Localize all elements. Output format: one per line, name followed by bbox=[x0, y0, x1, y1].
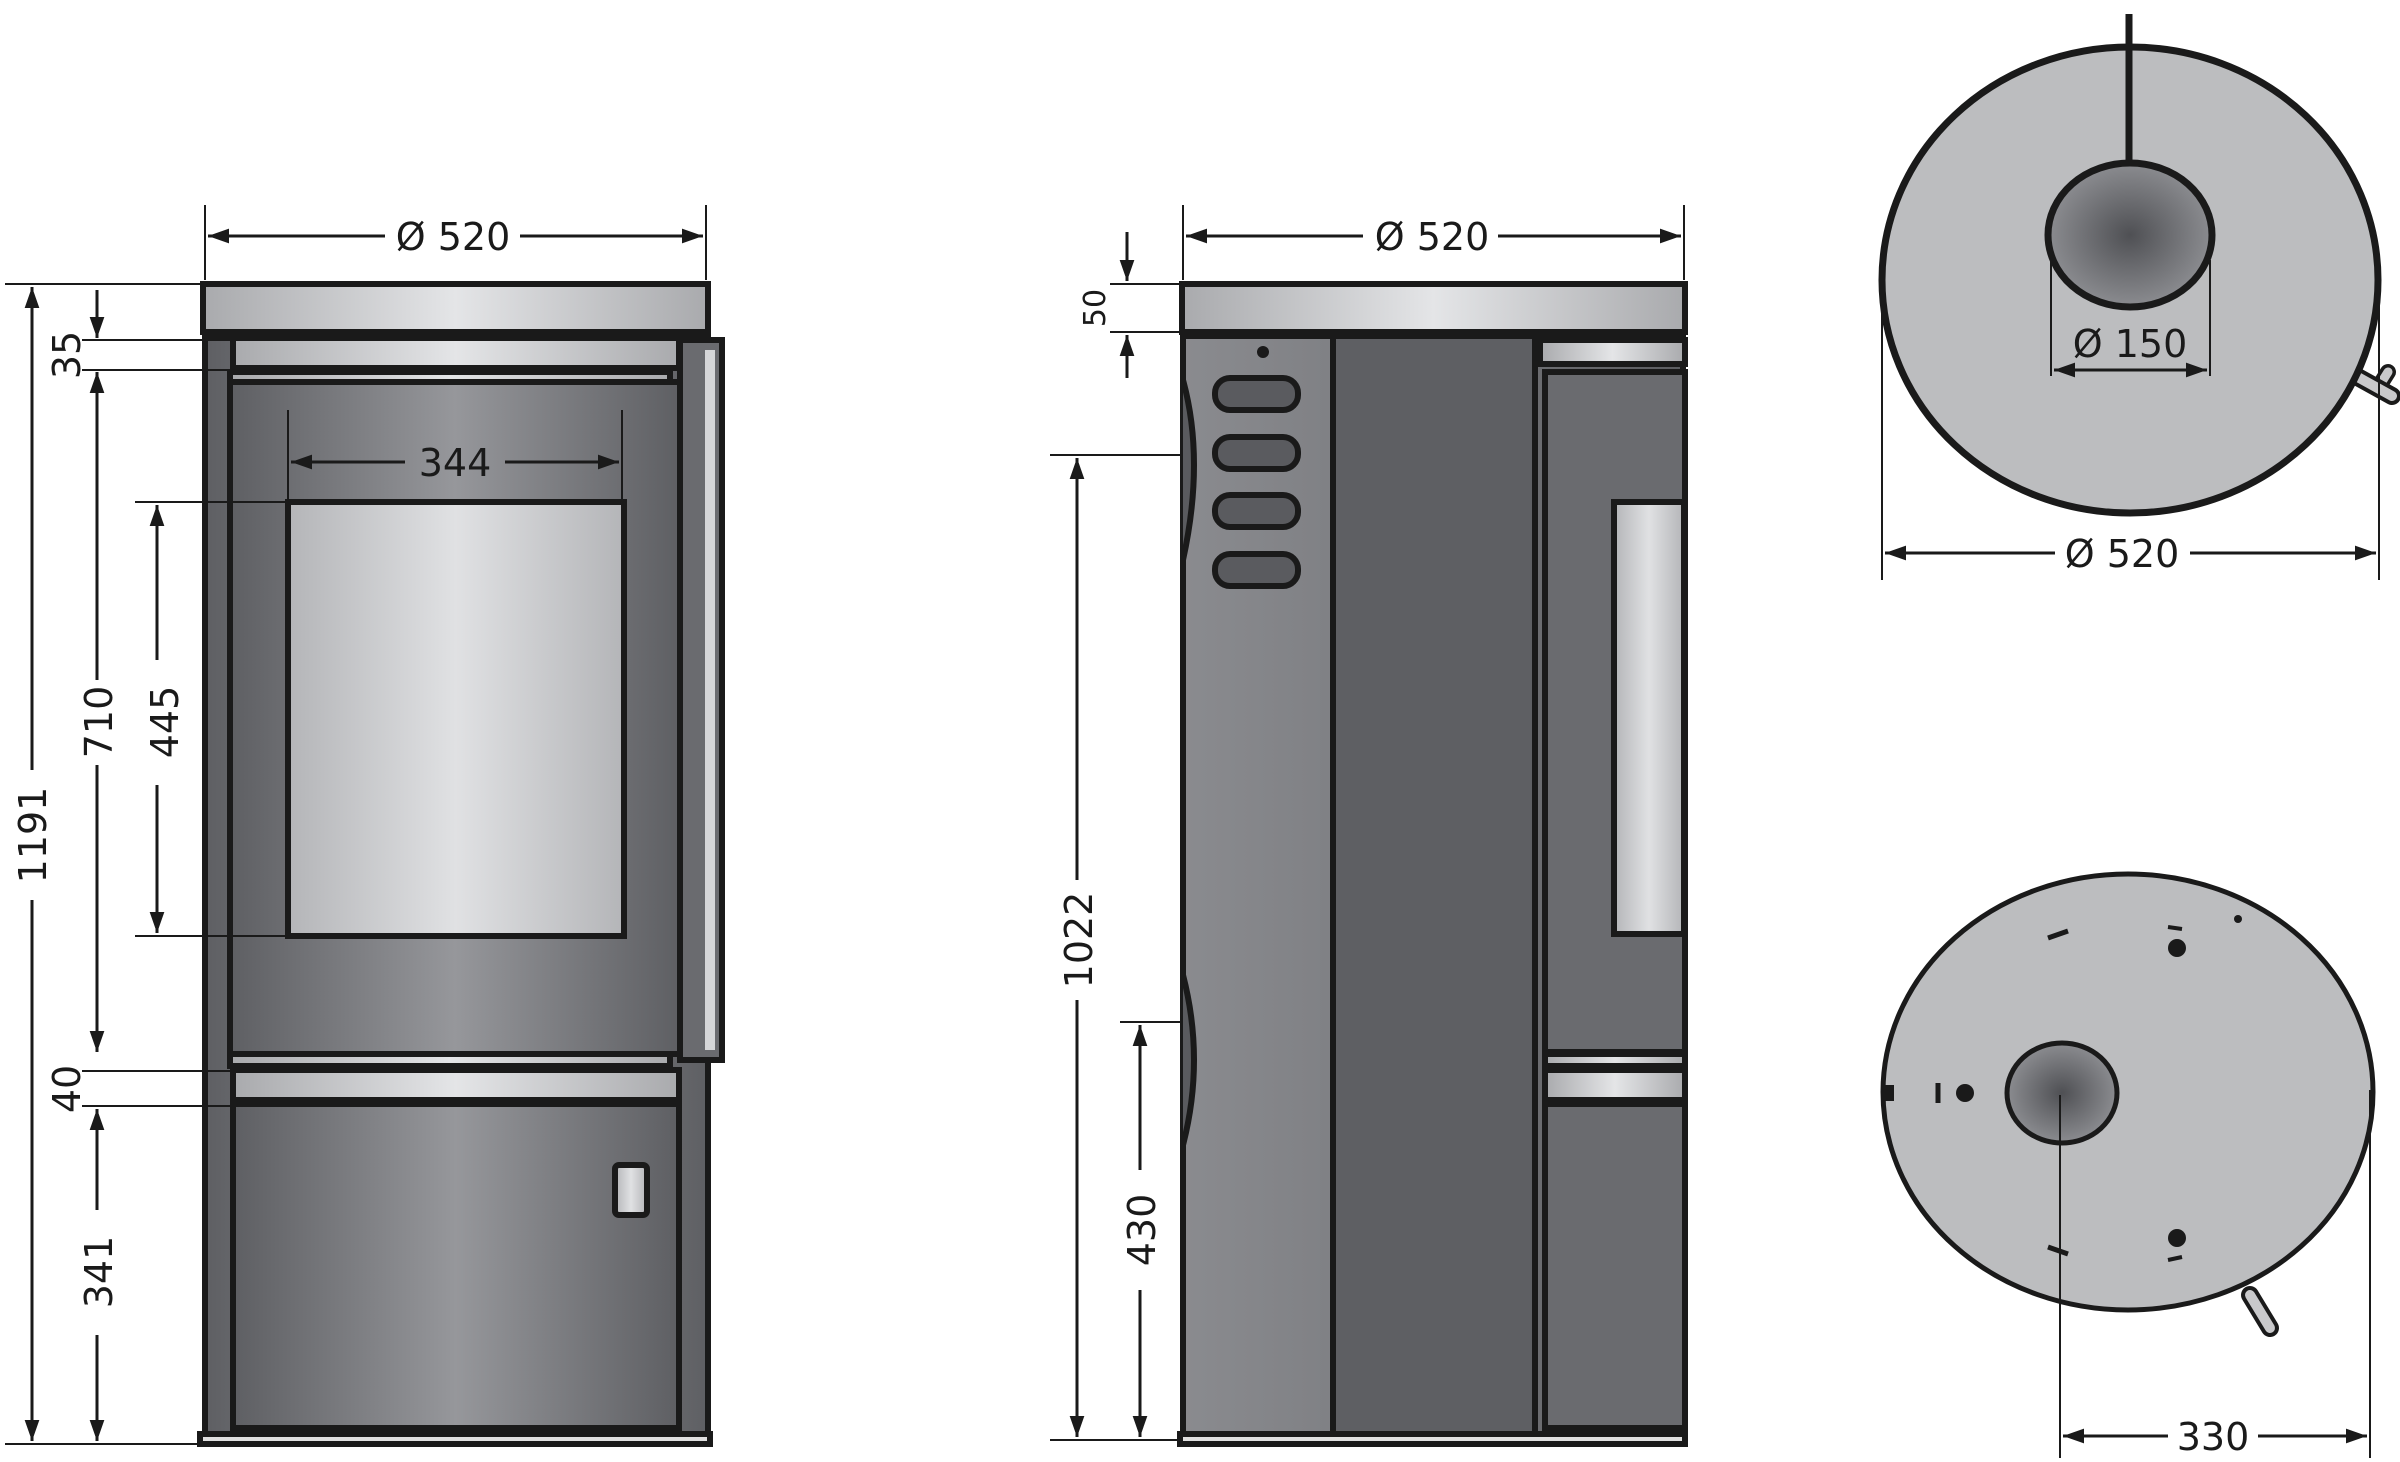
control-dot bbox=[1257, 346, 1269, 358]
air-vent-3[interactable] bbox=[1212, 492, 1301, 530]
side-width-label: Ø 520 bbox=[1375, 215, 1490, 259]
door-height-label: 710 bbox=[77, 686, 121, 759]
mid-band bbox=[230, 1067, 682, 1103]
top-band bbox=[230, 335, 682, 371]
top-diameter-label: Ø 520 bbox=[2065, 532, 2180, 576]
side-window bbox=[1611, 499, 1687, 937]
fixing-hole bbox=[2168, 939, 2186, 957]
fixing-hole bbox=[2168, 1229, 2186, 1247]
side-view: Ø 520 50 1022 430 bbox=[1050, 205, 1688, 1447]
outlet-height-label: 1022 bbox=[1057, 892, 1101, 989]
fixing-hole-small bbox=[2234, 915, 2242, 923]
top-view: Ø 150 Ø 520 bbox=[1878, 14, 2400, 580]
air-vent-4[interactable] bbox=[1212, 551, 1301, 589]
top-band-label: 35 bbox=[45, 331, 89, 379]
front-view: Ø 520 344 1191 35 710 445 40 bbox=[5, 205, 725, 1447]
base-plinth bbox=[197, 1431, 713, 1447]
bottom-view: 330 bbox=[1880, 871, 2376, 1459]
side-top-plate bbox=[1179, 281, 1688, 335]
gap-label: 40 bbox=[45, 1065, 89, 1113]
top-plate-label: 50 bbox=[1078, 289, 1113, 327]
flue-outlet-bottom bbox=[2004, 1040, 2120, 1146]
storage-door bbox=[230, 1101, 682, 1431]
base-plate-circle bbox=[1880, 871, 2376, 1313]
air-vent-2[interactable] bbox=[1212, 434, 1301, 472]
top-plate bbox=[200, 281, 711, 335]
base-height-label: 341 bbox=[77, 1236, 121, 1309]
storage-door-knob[interactable] bbox=[612, 1162, 650, 1218]
glass-window bbox=[285, 499, 627, 939]
window-height-label: 445 bbox=[143, 686, 187, 759]
side-center-panel bbox=[1330, 333, 1538, 1447]
offset-label: 330 bbox=[2177, 1415, 2250, 1458]
inlet-height-label: 430 bbox=[1120, 1194, 1164, 1267]
air-vent-1[interactable] bbox=[1212, 375, 1301, 413]
window-width-label: 344 bbox=[419, 441, 492, 485]
door-handle[interactable] bbox=[677, 337, 725, 1063]
fixing-hole bbox=[1956, 1084, 1974, 1102]
total-height-label: 1191 bbox=[11, 787, 55, 884]
flue-outlet-top bbox=[2044, 159, 2216, 311]
front-width-label: Ø 520 bbox=[396, 215, 511, 259]
flue-diameter-label: Ø 150 bbox=[2073, 322, 2188, 366]
